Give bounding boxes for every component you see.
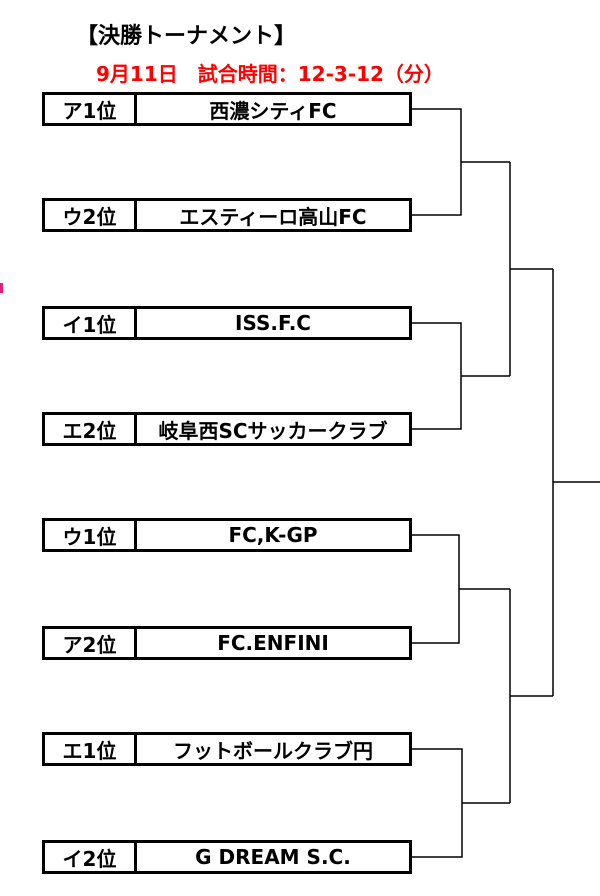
- team-name: 西濃シティFC: [209, 98, 337, 123]
- team-seed: エ1位: [45, 735, 137, 763]
- team-name: G DREAM S.C.: [195, 845, 351, 869]
- team-slot-3: イ1位 ISS.F.C: [42, 306, 412, 340]
- team-seed: イ2位: [45, 843, 137, 871]
- edge-marker: [0, 283, 3, 293]
- team-seed: ウ2位: [45, 201, 137, 229]
- bracket-line: [412, 534, 460, 644]
- bracket-line: [412, 108, 462, 216]
- team-slot-6: ア2位 FC.ENFINI: [42, 626, 412, 660]
- tournament-title: 【決勝トーナメント】: [76, 24, 297, 49]
- team-slot-5: ウ1位 FC,K-GP: [42, 518, 412, 552]
- team-name: ISS.F.C: [235, 311, 311, 335]
- team-seed: ア1位: [45, 95, 137, 123]
- team-seed: エ2位: [45, 415, 137, 443]
- team-slot-2: ウ2位 エスティーロ高山FC: [42, 198, 412, 232]
- team-seed: ア2位: [45, 629, 137, 657]
- team-name: フットボールクラブ円: [173, 738, 373, 763]
- bracket-line: [412, 322, 462, 430]
- team-name: エスティーロ高山FC: [179, 204, 367, 229]
- team-slot-1: ア1位 西濃シティFC: [42, 92, 412, 126]
- team-name: FC,K-GP: [228, 523, 318, 547]
- match-info: 9月11日 試合時間：12-3-12（分）: [96, 62, 444, 86]
- team-slot-7: エ1位 フットボールクラブ円: [42, 732, 412, 766]
- bracket-line: [412, 748, 463, 858]
- team-name: FC.ENFINI: [217, 631, 329, 655]
- team-seed: ウ1位: [45, 521, 137, 549]
- team-slot-4: エ2位 岐阜西SCサッカークラブ: [42, 412, 412, 446]
- team-seed: イ1位: [45, 309, 137, 337]
- team-name: 岐阜西SCサッカークラブ: [158, 418, 388, 443]
- team-slot-8: イ2位 G DREAM S.C.: [42, 840, 412, 874]
